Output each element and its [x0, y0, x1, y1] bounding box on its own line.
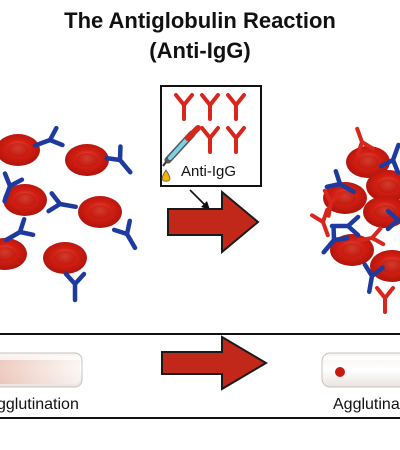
droplet-icon [161, 169, 171, 182]
page-title: The Antiglobulin Reaction [64, 8, 336, 33]
reagent-inset [160, 85, 262, 210]
page-subtitle: (Anti-IgG) [149, 38, 251, 63]
agglutinate-button [335, 367, 345, 377]
igg-antibody [107, 147, 138, 178]
red-cell [0, 134, 40, 166]
red-cell [65, 144, 109, 176]
tube-negative [0, 352, 83, 388]
igg-antibody [114, 221, 143, 253]
tube-panel [0, 333, 400, 419]
igg-antibody [66, 274, 84, 300]
caption-positive: Agglutina [333, 396, 400, 413]
red-cell [78, 196, 122, 228]
dropper-icon [162, 125, 201, 167]
red-cell [370, 250, 400, 282]
left-cell-cluster [0, 128, 143, 300]
reaction-arrow-top [167, 191, 259, 253]
tube-positive [321, 352, 400, 388]
reaction-arrow-bottom [161, 335, 268, 391]
reagent-label: Anti-IgG [181, 163, 237, 180]
red-cell [43, 242, 87, 274]
pointer-arrow [189, 189, 210, 210]
right-cell-cluster [310, 124, 400, 314]
caption-negative: gglutination [0, 396, 79, 413]
anti-igg-antibody [375, 286, 395, 314]
red-cell [0, 238, 27, 270]
igg-antibody [49, 193, 78, 215]
